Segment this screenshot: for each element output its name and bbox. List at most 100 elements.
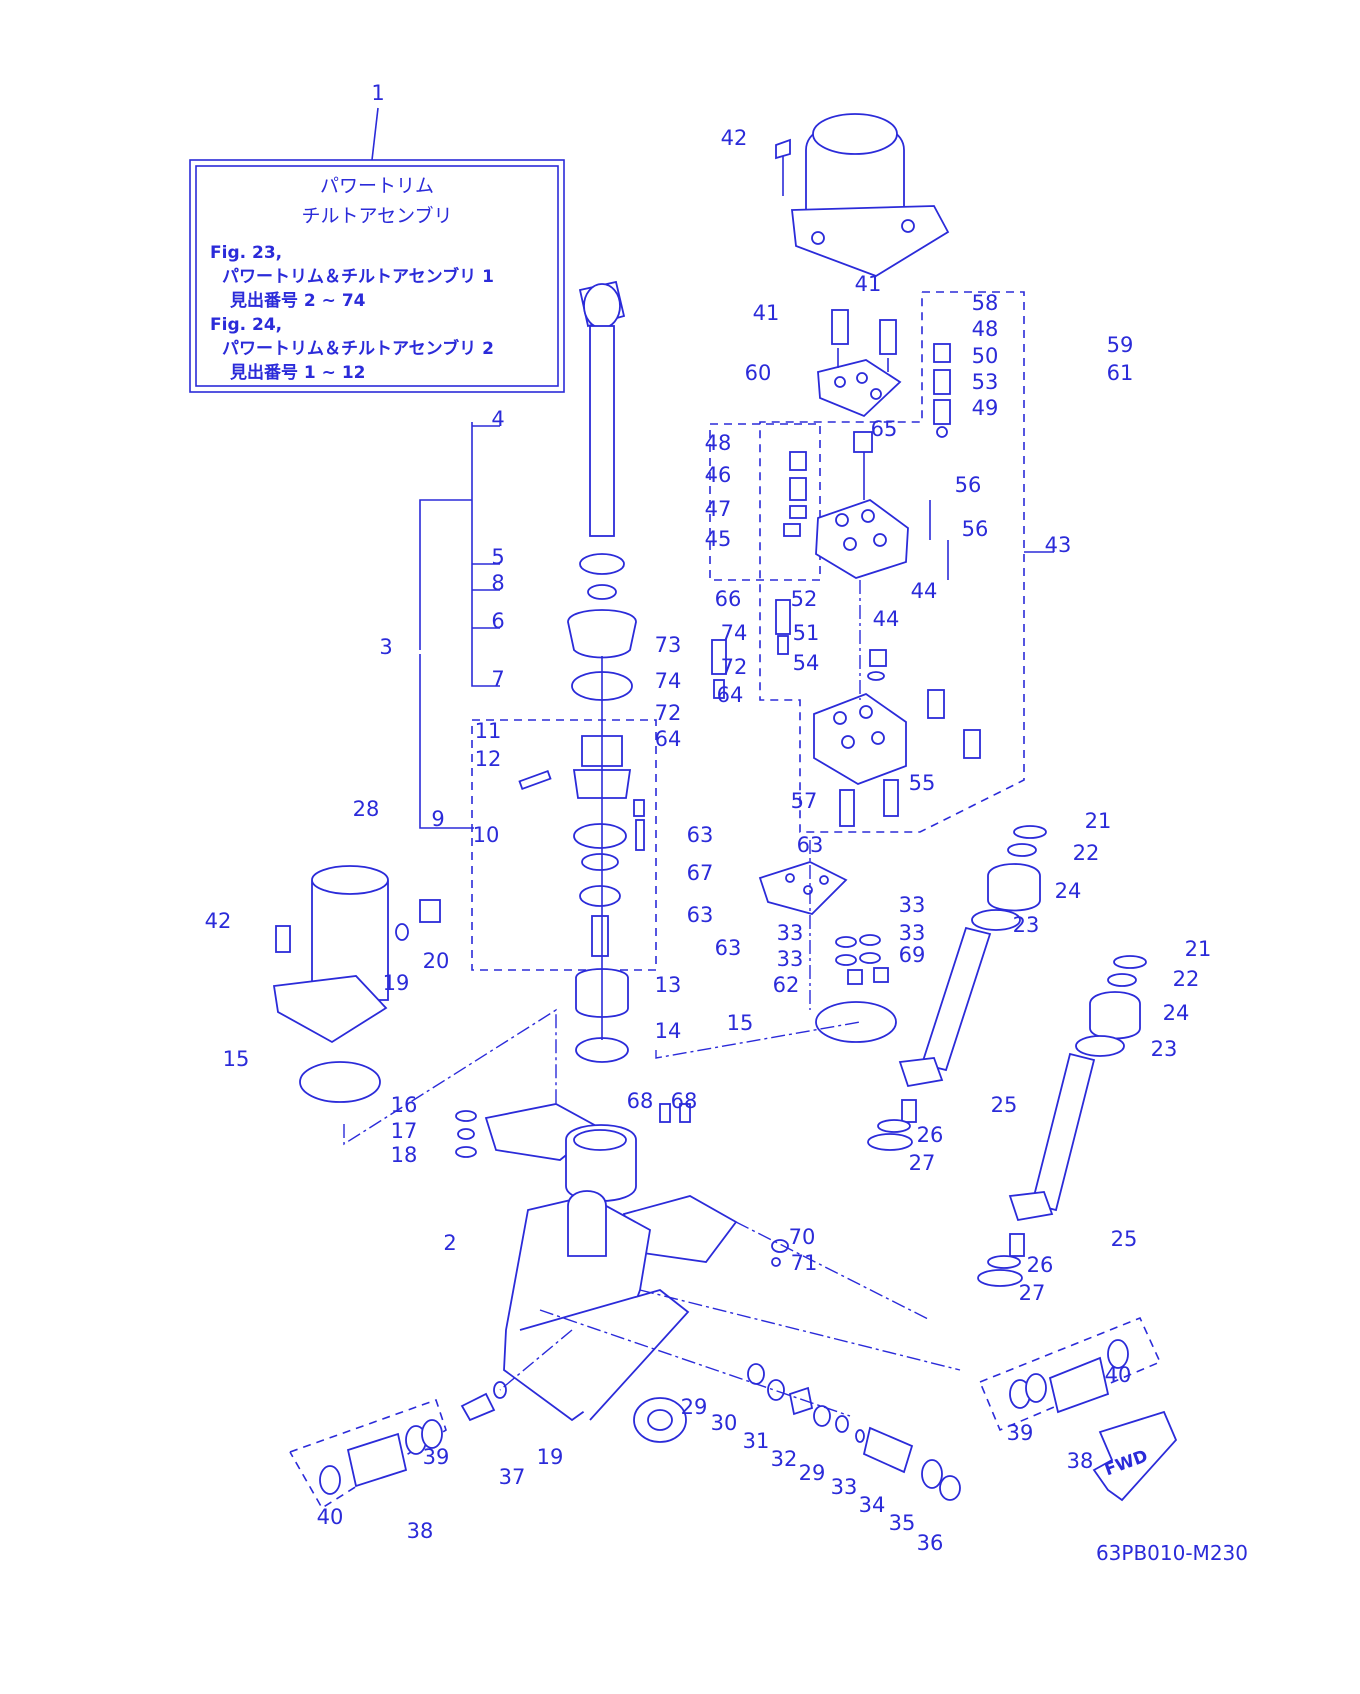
callout-41: 41 (753, 301, 780, 325)
callout-51: 51 (793, 621, 820, 645)
callout-2: 2 (443, 1231, 456, 1255)
subassembly-outlines (289, 291, 1162, 1510)
callout-44: 44 (873, 607, 900, 631)
info-box-fig1-range: 見出番号 2 ~ 74 (229, 290, 366, 311)
callout-32: 32 (771, 1447, 798, 1471)
callout-40: 40 (317, 1505, 344, 1529)
callout-26: 26 (917, 1123, 944, 1147)
callout-34: 34 (859, 1493, 886, 1517)
callout-24: 24 (1163, 1001, 1190, 1025)
callout-7: 7 (491, 667, 504, 691)
callout-49: 49 (972, 396, 999, 420)
callout-67: 67 (687, 861, 714, 885)
callout-26: 26 (1027, 1253, 1054, 1277)
callout-36: 36 (917, 1531, 944, 1555)
callout-18: 18 (391, 1143, 418, 1167)
callout-27: 27 (909, 1151, 936, 1175)
callout-59: 59 (1107, 333, 1134, 357)
lower-valve-parts (455, 1110, 961, 1501)
reservoir-28 (272, 865, 441, 1103)
callout-47: 47 (705, 497, 732, 521)
group-brackets (419, 422, 1054, 829)
callout-17: 17 (391, 1119, 418, 1143)
callout-14: 14 (655, 1019, 682, 1043)
info-box: パワートリム チルトアセンブリ Fig. 23, パワートリム＆チルトアセンブリ… (189, 107, 565, 393)
info-box-fig1-desc: パワートリム＆チルトアセンブリ 1 (222, 266, 494, 287)
callout-63: 63 (687, 823, 714, 847)
callout-63: 63 (797, 833, 824, 857)
callout-9: 9 (431, 807, 444, 831)
plate-67 (758, 861, 848, 916)
callout-50: 50 (972, 344, 999, 368)
callout-19: 19 (383, 971, 410, 995)
manual-valve-left-38 (319, 1419, 443, 1495)
callout-69: 69 (899, 943, 926, 967)
info-box-fig1: Fig. 23, (210, 243, 282, 263)
callout-33: 33 (899, 893, 926, 917)
callout-21: 21 (1085, 809, 1112, 833)
callout-13: 13 (655, 973, 682, 997)
callout-24: 24 (1055, 879, 1082, 903)
callout-72: 72 (655, 701, 682, 725)
callout-8: 8 (491, 571, 504, 595)
callout-16: 16 (391, 1093, 418, 1117)
callout-60: 60 (745, 361, 772, 385)
callout-40: 40 (1105, 1363, 1132, 1387)
valve-body-55 (813, 689, 981, 827)
callout-33: 33 (899, 921, 926, 945)
callout-23: 23 (1151, 1037, 1178, 1061)
callout-22: 22 (1073, 841, 1100, 865)
o-ring-15-left (299, 1061, 381, 1103)
alignment-lines (343, 580, 961, 1417)
callout-74: 74 (655, 669, 682, 693)
callout-41: 41 (855, 272, 882, 296)
callout-33: 33 (777, 921, 804, 945)
callout-25: 25 (991, 1093, 1018, 1117)
callout-42: 42 (205, 909, 232, 933)
callout-19: 19 (537, 1445, 564, 1469)
callout-64: 64 (717, 683, 744, 707)
callout-45: 45 (705, 527, 732, 551)
manual-valve-right-38 (1009, 1339, 1129, 1414)
callout-66: 66 (715, 587, 742, 611)
info-box-fig2-range: 見出番号 1 ~ 12 (229, 362, 366, 383)
callout-61: 61 (1107, 361, 1134, 385)
callout-11: 11 (475, 719, 502, 743)
callout-46: 46 (705, 463, 732, 487)
callout-39: 39 (1007, 1421, 1034, 1445)
callout-10: 10 (473, 823, 500, 847)
callout-74: 74 (721, 621, 748, 645)
callout-37: 37 (499, 1465, 526, 1489)
info-box-fig2-desc: パワートリム＆チルトアセンブリ 2 (222, 338, 494, 359)
tilt-cylinder-column (518, 280, 645, 1063)
callout-4: 4 (491, 407, 504, 431)
callout-52: 52 (791, 587, 818, 611)
callout-62: 62 (773, 973, 800, 997)
callout-68: 68 (671, 1089, 698, 1113)
callout-39: 39 (423, 1445, 450, 1469)
callout-33: 33 (831, 1475, 858, 1499)
callout-54: 54 (793, 651, 820, 675)
callout-12: 12 (475, 747, 502, 771)
info-box-title-line1: パワートリム (320, 175, 434, 197)
info-box-frame (189, 159, 565, 393)
callout-68: 68 (627, 1089, 654, 1113)
trim-ram-upper (867, 825, 1047, 1151)
callout-38: 38 (1067, 1449, 1094, 1473)
callout-43: 43 (1045, 533, 1072, 557)
callout-5: 5 (491, 545, 504, 569)
callout-42: 42 (721, 126, 748, 150)
callout-33: 33 (777, 947, 804, 971)
callout-25: 25 (1111, 1227, 1138, 1251)
callout-35: 35 (889, 1511, 916, 1535)
callout-56: 56 (962, 517, 989, 541)
callout-44: 44 (911, 579, 938, 603)
callout-6: 6 (491, 609, 504, 633)
diagram-code: 63PB010-M230 (1096, 1541, 1248, 1565)
callout-30: 30 (711, 1411, 738, 1435)
callout-27: 27 (1019, 1281, 1046, 1305)
info-box-fig2: Fig. 24, (210, 315, 282, 335)
callout-38: 38 (407, 1519, 434, 1543)
